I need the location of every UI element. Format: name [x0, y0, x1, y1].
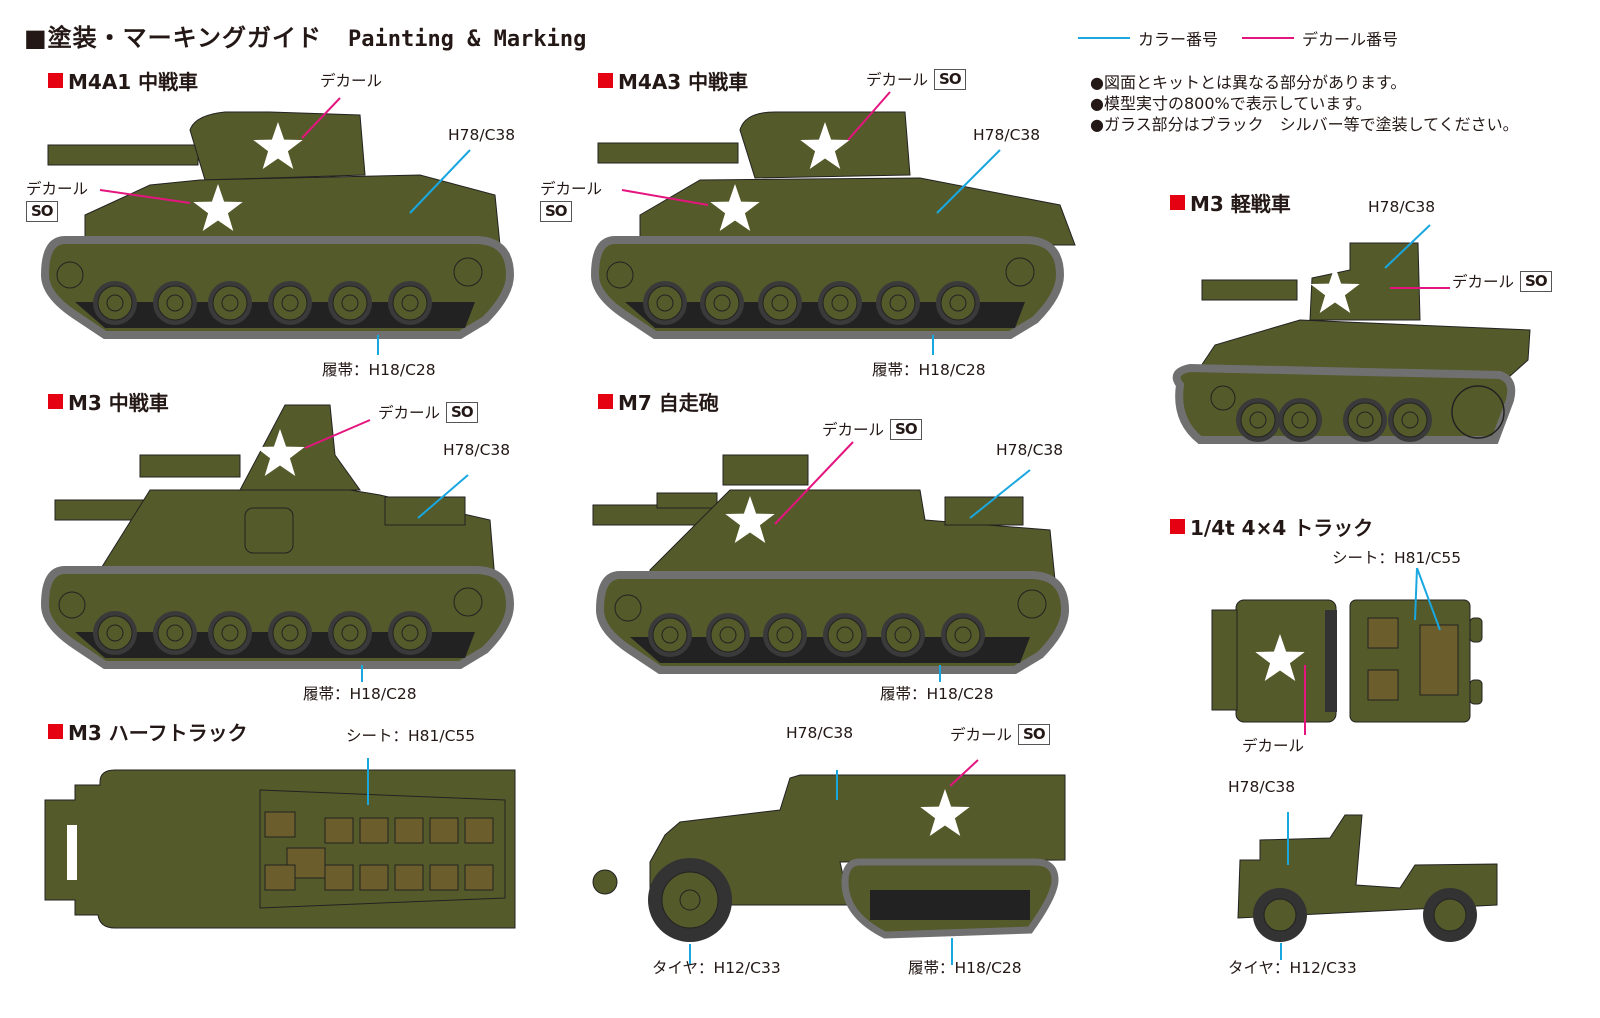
section-title-text: M4A1 中戦車 — [68, 70, 199, 94]
section-title-m4a3: M4A3 中戦車 — [598, 66, 748, 95]
decal-code-badge: SO — [890, 418, 922, 440]
jeep-tire-color: タイヤ：H12/C33 — [1228, 959, 1357, 977]
section-title-m3-medium: M3 中戦車 — [48, 387, 169, 416]
jeep-body-color: H78/C38 — [1228, 778, 1296, 796]
m4a3-hull-decal-code: SO — [540, 201, 572, 222]
m4a1-turret-decal-label: デカール — [320, 72, 383, 90]
decal-label: デカール — [950, 726, 1013, 744]
red-square-icon — [598, 73, 613, 88]
decal-code-badge: SO — [1520, 270, 1552, 292]
m4a1-hull-decal-label: デカール — [26, 180, 89, 198]
m7-drawing — [592, 441, 1065, 682]
decal-code-badge: SO — [934, 68, 966, 90]
section-title-text: M4A3 中戦車 — [618, 70, 749, 94]
m7-decal: デカール SO — [822, 418, 922, 440]
m3light-body-color: H78/C38 — [1368, 198, 1436, 216]
section-title-text: M3 中戦車 — [68, 391, 169, 415]
section-title-text: 1/4t 4×4 トラック — [1190, 516, 1374, 540]
red-square-icon — [1170, 195, 1185, 210]
m4a3-hull-decal-label: デカール — [540, 180, 603, 198]
m4a1-track-color: 履帯：H18/C28 — [322, 361, 436, 379]
jeep-seat-color: シート：H81/C55 — [1332, 549, 1462, 567]
red-square-icon — [48, 394, 63, 409]
legend-decal-label: デカール番号 — [1302, 30, 1399, 49]
section-title-text: M7 自走砲 — [618, 391, 719, 415]
decal-label: デカール — [822, 421, 885, 439]
jeep-top-drawing — [1211, 567, 1483, 735]
page-title-en: Painting & Marking — [347, 27, 587, 52]
cyan-line-icon — [1078, 37, 1130, 39]
section-title-m7: M7 自走砲 — [598, 387, 719, 416]
m7-body-color: H78/C38 — [996, 441, 1064, 459]
m3medium-track-color: 履帯：H18/C28 — [303, 685, 417, 703]
page-title: ■塗装・マーキングガイド Painting & Marking — [24, 18, 586, 53]
decal-label: デカール — [1452, 273, 1515, 291]
legend-color-number: カラー番号 — [1078, 26, 1218, 50]
section-title-jeep: 1/4t 4×4 トラック — [1170, 512, 1373, 541]
m3medium-decal: デカール SO — [378, 401, 478, 423]
magenta-line-icon — [1242, 37, 1294, 39]
halftrack-track-color: 履帯：H18/C28 — [908, 959, 1022, 977]
m3-medium-drawing — [45, 404, 510, 682]
m3medium-body-color: H78/C38 — [443, 441, 511, 459]
halftrack-seat-color: シート：H81/C55 — [346, 727, 476, 745]
halftrack-decal: デカール SO — [950, 723, 1050, 745]
red-square-icon — [48, 73, 63, 88]
section-title-m4a1: M4A1 中戦車 — [48, 66, 198, 95]
legend-decal-number: デカール番号 — [1242, 26, 1398, 50]
notes: ●図面とキットとは異なる部分があります。 ●模型実寸の800%で表示しています。… — [1090, 72, 1519, 135]
section-title-halftrack: M3 ハーフトラック — [48, 717, 248, 746]
section-title-m3-light: M3 軽戦車 — [1170, 188, 1291, 217]
m4a1-hull-decal-code: SO — [26, 201, 58, 222]
m3-halftrack-top-drawing — [44, 758, 516, 929]
m4a1-body-color: H78/C38 — [448, 126, 516, 144]
halftrack-body-color: H78/C38 — [786, 724, 854, 742]
m7-track-color: 履帯：H18/C28 — [880, 685, 994, 703]
note-item: ●模型実寸の800%で表示しています。 — [1090, 94, 1372, 113]
red-square-icon — [48, 724, 63, 739]
halftrack-tire-color: タイヤ：H12/C33 — [652, 959, 781, 977]
note-item: ●図面とキットとは異なる部分があります。 — [1090, 73, 1407, 92]
m4a3-track-color: 履帯：H18/C28 — [872, 361, 986, 379]
decal-code-badge: SO — [540, 201, 572, 222]
m4a3-body-color: H78/C38 — [973, 126, 1041, 144]
note-item: ●ガラス部分はブラック シルバー等で塗装してください。 — [1090, 115, 1519, 134]
page-title-jp: ■塗装・マーキングガイド — [24, 24, 322, 52]
decal-code-badge: SO — [1018, 723, 1050, 745]
jeep-side-drawing — [1237, 812, 1498, 960]
m3-light-drawing — [1172, 224, 1531, 444]
m3light-decal: デカール SO — [1452, 270, 1552, 292]
decal-label: デカール — [866, 71, 929, 89]
red-square-icon — [598, 394, 613, 409]
decal-label: デカール — [378, 404, 441, 422]
m4a1-drawing — [45, 97, 510, 355]
section-title-text: M3 軽戦車 — [1190, 192, 1291, 216]
jeep-decal-label: デカール — [1242, 737, 1305, 755]
legend-color-label: カラー番号 — [1138, 30, 1219, 49]
red-square-icon — [1170, 519, 1185, 534]
m4a3-turret-decal: デカール SO — [866, 68, 966, 90]
section-title-text: M3 ハーフトラック — [68, 721, 248, 745]
decal-code-badge: SO — [446, 401, 478, 423]
m3-halftrack-side-drawing — [592, 759, 1066, 965]
decal-code-badge: SO — [26, 201, 58, 222]
m4a3-drawing — [595, 91, 1076, 355]
